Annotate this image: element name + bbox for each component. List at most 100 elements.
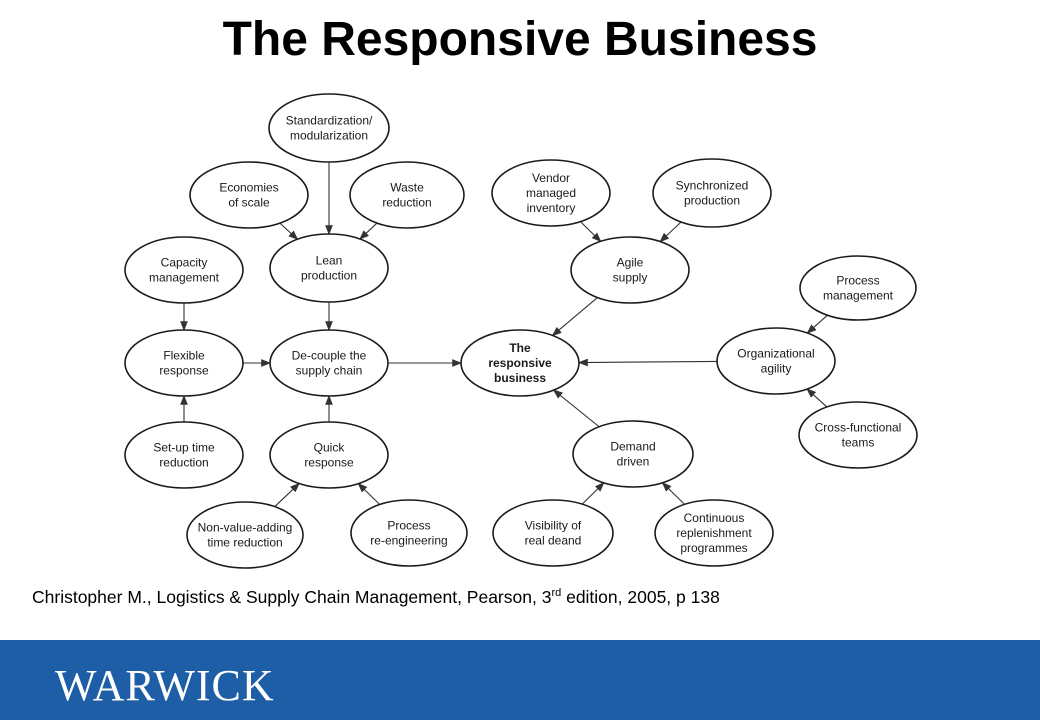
node-label: modularization [290,129,368,143]
footer-bar [0,640,1040,720]
arrow-economies-to-lean [279,222,299,240]
node-label: real deand [525,534,582,548]
node-ellipse [570,236,690,304]
node-ellipse [124,329,244,397]
node-label: Waste [390,181,424,195]
node-label: supply [613,271,648,285]
node-label: reduction [382,196,431,210]
arrow-agile-to-responsive [551,297,598,337]
node-label: of scale [228,196,270,210]
node-ellipse [269,329,389,397]
node-label: management [823,289,894,303]
node-label: managed [526,186,576,200]
arrow-orgagility-to-responsive [577,358,718,367]
node-label: response [159,364,209,378]
node-ellipse [268,93,390,163]
node-label: Process [836,274,879,288]
node-label: responsive [488,356,552,370]
node-ellipse [491,159,611,227]
citation-main: Christopher M., Logistics & Supply Chain… [32,587,552,607]
node-label: production [684,194,740,208]
node-label: supply chain [296,364,363,378]
node-label: management [149,271,220,285]
node-label: Agile [617,256,644,270]
node-label: business [494,371,546,385]
node-ellipse [186,501,304,569]
node-ellipse [460,329,580,397]
node-label: Continuous [684,511,745,525]
node-ellipse [124,236,244,304]
node-label: Quick [314,441,346,455]
node-label: response [304,456,354,470]
node-label: Capacity [161,256,208,270]
arrow-reengineering-to-quick [357,482,381,505]
node-label: Vendor [532,171,570,185]
node-ellipse [189,161,309,229]
node-label: Demand [610,440,655,454]
node-label: Flexible [163,349,205,363]
arrow-visibility-to-demand [581,482,605,505]
arrow-vendor-to-agile [579,221,602,243]
node-label: Process [387,519,430,533]
node-ellipse [269,233,389,303]
node-label: Lean [316,254,343,268]
warwick-logo: WARWICK [55,661,275,710]
node-ellipse [124,421,244,489]
citation-rest: edition, 2005, p 138 [561,587,720,607]
arrow-crossfunc-to-orgagility [806,388,828,408]
node-label: time reduction [207,536,282,550]
node-ellipse [572,420,694,488]
arrow-procmgmt-to-orgagility [806,314,828,334]
node-label: Organizational [737,347,814,361]
node-label: Economies [219,181,278,195]
node-label: Set-up time [153,441,215,455]
arrow-nonvalue-to-quick [274,482,300,508]
node-ellipse [350,499,468,567]
node-label: driven [617,455,650,469]
node-ellipse [716,327,836,395]
arrow-synchronized-to-agile [659,221,682,243]
node-label: De-couple the [292,349,367,363]
node-ellipse [652,158,772,228]
node-ellipse [349,161,465,229]
node-label: replenishment [676,526,752,540]
node-ellipse [269,421,389,489]
page-title: The Responsive Business [222,13,818,66]
node-label: programmes [680,541,747,555]
node-ellipse [654,499,774,567]
node-label: teams [842,436,875,450]
node-label: Non-value-adding [198,521,293,535]
node-label: The [509,341,531,355]
node-label: agility [761,362,792,376]
arrow-demand-to-responsive [552,389,600,428]
node-label: reduction [159,456,208,470]
node-label: inventory [527,201,576,215]
node-standardization: Standardization/modularization [268,93,390,163]
node-ellipse [492,499,614,567]
node-label: Visibility of [525,519,582,533]
responsive-business-diagram: Standardization/modularizationEconomieso… [124,93,918,569]
citation-superscript: rd [551,587,562,600]
node-ellipse [798,401,918,469]
node-label: Synchronized [676,179,749,193]
arrow-continuous-to-demand [661,481,686,505]
node-label: re-engineering [370,534,447,548]
node-label: Standardization/ [286,114,373,128]
